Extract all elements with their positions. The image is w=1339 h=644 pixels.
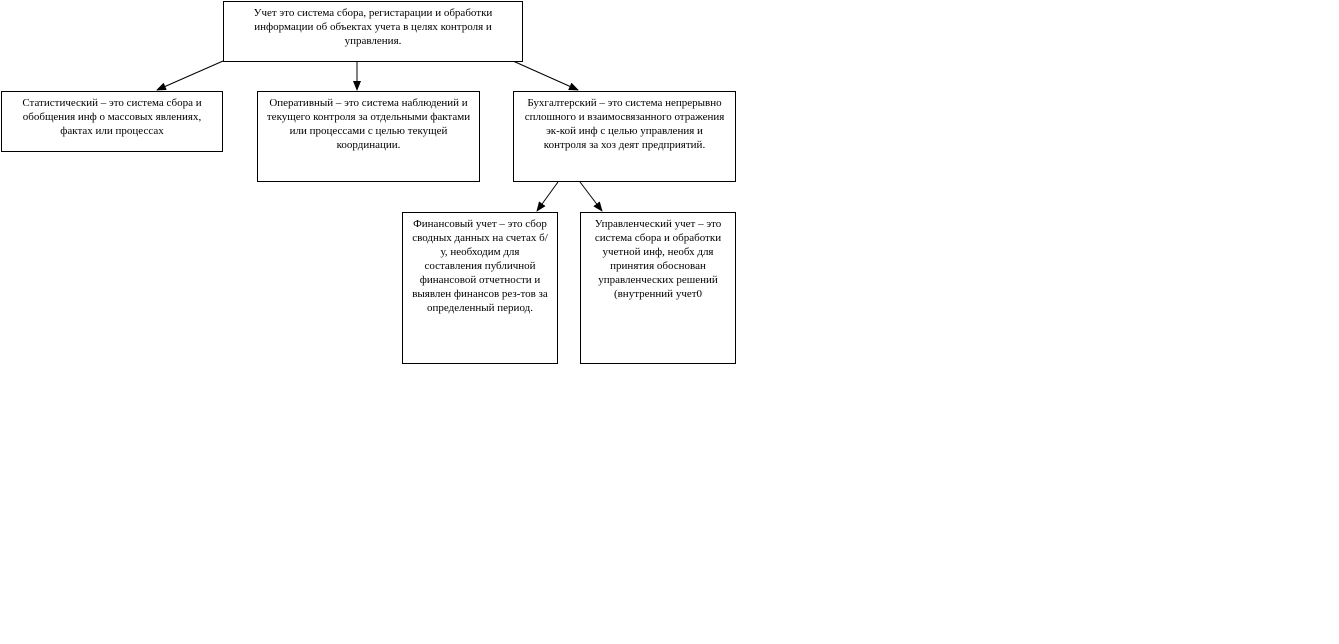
root-node-text: Учет это система сбора, регистарации и о… xyxy=(253,7,493,47)
root-node-box: Учет это система сбора, регистарации и о… xyxy=(223,1,523,62)
arrow-root-to-buh xyxy=(512,60,579,91)
arrow-buh-to-upr xyxy=(579,181,603,212)
node-management-accounting-text: Управленческий учет – это система сбора … xyxy=(594,218,722,300)
node-statistical-text: Статистический – это система сбора и обо… xyxy=(22,97,202,137)
arrow-root-to-stat xyxy=(156,60,224,91)
node-operational-text: Оперативный – это система наблюдений и т… xyxy=(266,97,471,151)
node-financial-accounting: Финансовый учет – это сбор сводных данны… xyxy=(402,212,558,364)
arrow-buh-to-fin xyxy=(536,181,559,212)
node-management-accounting: Управленческий учет – это система сбора … xyxy=(580,212,736,364)
node-accounting: Бухгалтерский – это система непрерывно с… xyxy=(513,91,736,182)
node-financial-accounting-text: Финансовый учет – это сбор сводных данны… xyxy=(412,218,548,314)
node-accounting-text: Бухгалтерский – это система непрерывно с… xyxy=(524,97,725,151)
node-statistical: Статистический – это система сбора и обо… xyxy=(1,91,223,152)
node-operational: Оперативный – это система наблюдений и т… xyxy=(257,91,480,182)
